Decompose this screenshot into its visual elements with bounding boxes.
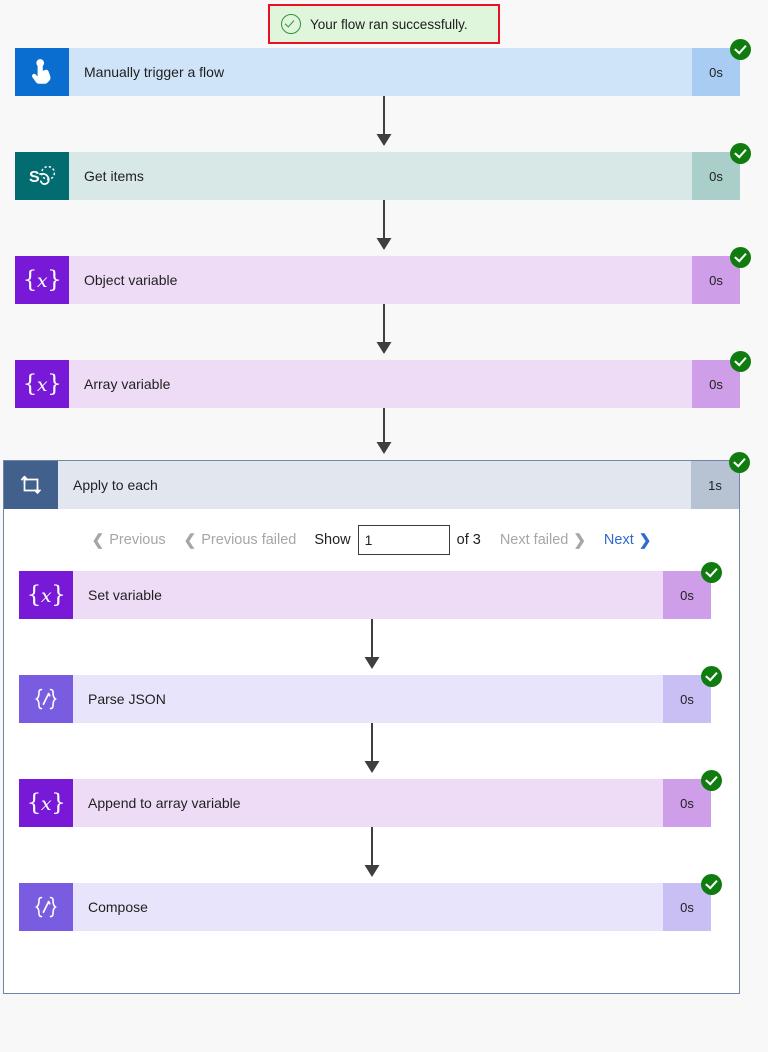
- flow-step-body: Append to array variable: [73, 779, 663, 827]
- flow-step-body: Object variable: [69, 256, 692, 304]
- page-number-input[interactable]: [357, 525, 450, 555]
- next-label: Next: [603, 532, 634, 548]
- success-banner-region: Your flow ran successfully.: [0, 0, 768, 48]
- chevron-right-icon: ❯: [638, 531, 652, 549]
- flow-step-object-variable[interactable]: {x} Object variable 0s: [15, 247, 751, 304]
- flow-step-duration: 0s: [663, 883, 711, 931]
- connector-arrow: [4, 827, 739, 883]
- flow-step-title: Compose: [88, 899, 148, 915]
- data-operation-icon: [19, 675, 73, 723]
- show-label: Show: [314, 532, 351, 548]
- flow-canvas: Manually trigger a flow 0s S Get items 0…: [0, 39, 768, 994]
- variable-braces-icon: {x}: [15, 360, 69, 408]
- svg-text:S: S: [29, 169, 40, 186]
- flow-step-apply-to-each[interactable]: Apply to each 1s: [4, 452, 750, 509]
- check-circle-icon: [281, 14, 301, 34]
- success-banner: Your flow ran successfully.: [268, 4, 500, 44]
- success-banner-text: Your flow ran successfully.: [310, 16, 468, 32]
- flow-step-manually-trigger-a-flow[interactable]: Manually trigger a flow 0s: [15, 39, 751, 96]
- flow-step-title: Get items: [84, 168, 144, 184]
- flow-step-array-variable[interactable]: {x} Array variable 0s: [15, 351, 751, 408]
- flow-step-title: Array variable: [84, 376, 171, 392]
- chevron-right-icon: ❯: [573, 531, 586, 549]
- connector-arrow: [0, 408, 768, 460]
- braces-glyph: {x}: [26, 789, 66, 816]
- apply-to-each-scope: Apply to each 1s ❮ Previous ❮ Previous f…: [3, 452, 750, 994]
- braces-glyph: {x}: [22, 370, 62, 397]
- flow-step-body: Parse JSON: [73, 675, 663, 723]
- apply-to-each-header: Apply to each 1s: [4, 452, 750, 509]
- variable-braces-icon: {x}: [19, 571, 73, 619]
- flow-step-append-to-array-variable[interactable]: {x} Append to array variable 0s: [19, 770, 722, 827]
- page-total-label: of 3: [456, 532, 481, 548]
- flow-step-body: Apply to each: [58, 461, 691, 509]
- flow-step-title: Parse JSON: [88, 691, 166, 707]
- flow-step-compose[interactable]: Compose 0s: [19, 874, 722, 931]
- previous-button[interactable]: ❮ Previous: [83, 532, 175, 548]
- status-badge-succeeded: [701, 562, 722, 583]
- next-failed-label: Next failed: [499, 532, 569, 548]
- status-badge-succeeded: [701, 874, 722, 895]
- sharepoint-icon: S: [15, 152, 69, 200]
- loop-repeat-icon: [4, 461, 58, 509]
- variable-braces-icon: {x}: [19, 779, 73, 827]
- tap-hand-icon: [15, 48, 69, 96]
- variable-braces-icon: {x}: [15, 256, 69, 304]
- connector-arrow: [0, 304, 768, 360]
- flow-step-body: Array variable: [69, 360, 692, 408]
- flow-step-duration: 0s: [663, 571, 711, 619]
- data-operation-icon: [19, 883, 73, 931]
- braces-glyph: {x}: [26, 581, 66, 608]
- status-badge-succeeded: [730, 247, 751, 268]
- connector-arrow: [4, 619, 739, 675]
- status-badge-succeeded: [701, 770, 722, 791]
- loop-iteration-pager: ❮ Previous ❮ Previous failed Show of 3 N…: [4, 509, 739, 571]
- status-badge-succeeded: [701, 666, 722, 687]
- flow-step-title: Set variable: [88, 587, 162, 603]
- flow-step-get-items[interactable]: S Get items 0s: [15, 143, 751, 200]
- status-badge-succeeded: [730, 39, 751, 60]
- flow-step-body: Get items: [69, 152, 692, 200]
- flow-step-parse-json[interactable]: Parse JSON 0s: [19, 666, 722, 723]
- status-badge-succeeded: [730, 143, 751, 164]
- flow-step-set-variable[interactable]: {x} Set variable 0s: [19, 562, 722, 619]
- previous-label: Previous: [109, 532, 166, 548]
- previous-failed-button[interactable]: ❮ Previous failed: [175, 532, 306, 548]
- next-failed-button[interactable]: Next failed ❯: [491, 532, 595, 548]
- braces-glyph: {x}: [22, 266, 62, 293]
- connector-arrow: [0, 200, 768, 256]
- apply-to-each-body: {x} Set variable 0s: [4, 562, 739, 993]
- status-badge-succeeded: [730, 351, 751, 372]
- flow-step-body: Manually trigger a flow: [69, 48, 692, 96]
- chevron-left-icon: ❮: [183, 531, 197, 549]
- chevron-left-icon: ❮: [91, 531, 105, 549]
- flow-step-title: Object variable: [84, 272, 178, 288]
- flow-step-title: Append to array variable: [88, 795, 241, 811]
- status-badge-succeeded: [729, 452, 750, 473]
- flow-step-title: Apply to each: [73, 477, 158, 493]
- connector-arrow: [4, 723, 739, 779]
- next-button[interactable]: Next ❯: [595, 532, 660, 548]
- flow-step-duration: 0s: [692, 48, 740, 96]
- flow-step-body: Compose: [73, 883, 663, 931]
- flow-step-title: Manually trigger a flow: [84, 64, 225, 80]
- previous-failed-label: Previous failed: [201, 532, 297, 548]
- connector-arrow: [0, 96, 768, 152]
- flow-step-body: Set variable: [73, 571, 663, 619]
